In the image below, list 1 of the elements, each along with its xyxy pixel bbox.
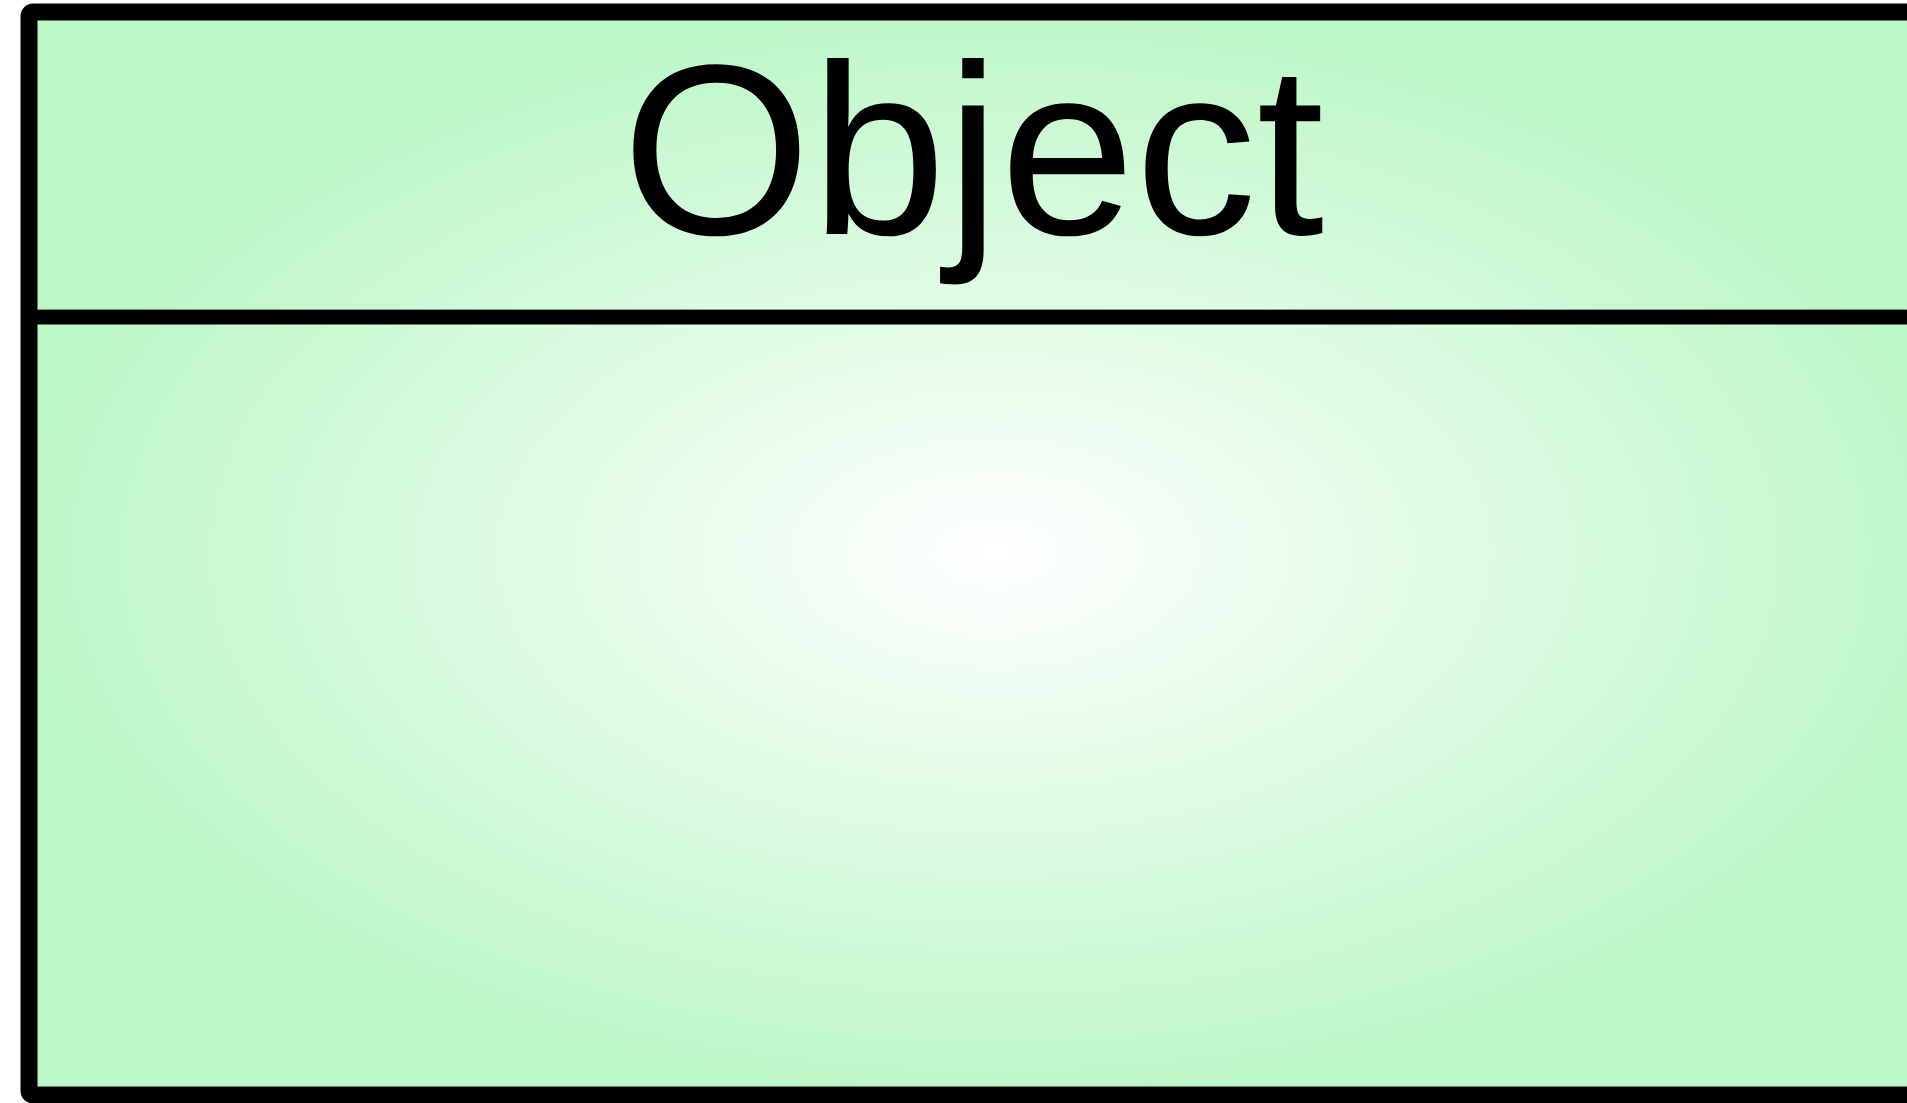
class-box: Object bbox=[20, 3, 1907, 1103]
